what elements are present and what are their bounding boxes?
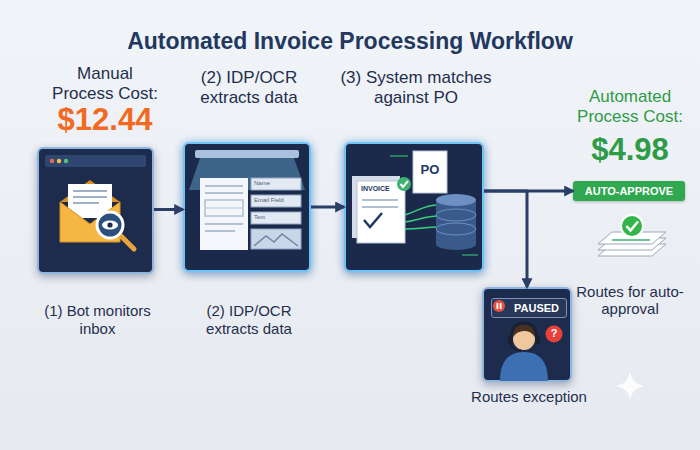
invoice-line — [362, 199, 398, 201]
database-ring — [436, 209, 476, 221]
form-field — [251, 195, 301, 207]
inbox-illustration — [45, 155, 146, 249]
pause-bar — [497, 303, 499, 309]
data-tick — [462, 255, 478, 256]
database-body — [436, 200, 476, 244]
image-field — [251, 229, 301, 249]
database-base — [436, 238, 476, 250]
diagram-title: Automated Invoice Processing Workflow — [0, 28, 700, 55]
approval-illustration — [598, 215, 666, 256]
database-top — [436, 194, 476, 206]
step-caption: (1) Bot monitors inbox — [29, 302, 166, 338]
headset-band — [511, 323, 537, 340]
cost-value: $12.44 — [25, 102, 185, 138]
match-step-box: (3) System matches against PO — [344, 142, 484, 272]
magnifier-handle — [119, 234, 134, 249]
pause-icon — [493, 300, 505, 312]
invoice-line — [362, 206, 398, 208]
approve-badge: AUTO-APPROVE — [573, 181, 685, 201]
letter-line — [73, 202, 99, 204]
document-stack — [598, 244, 666, 256]
eye-symbol — [102, 221, 118, 230]
agent-hair — [513, 325, 535, 337]
letter-line — [73, 190, 107, 192]
data-stream — [405, 205, 438, 215]
agent-illustration — [493, 300, 563, 381]
cost-heading: Automated Process Cost: — [570, 87, 690, 126]
document-stack — [598, 232, 666, 244]
data-stream — [405, 216, 438, 222]
question-bubble — [546, 326, 563, 343]
exception-box: PAUSEDRoutes exception — [482, 287, 572, 382]
status-badge: PAUSED — [491, 298, 567, 318]
sparkle-mark — [616, 372, 644, 400]
check-mark — [401, 181, 409, 187]
browser-bar — [45, 155, 146, 167]
check-circle — [397, 177, 411, 191]
check-mark — [364, 213, 382, 227]
matching-illustration — [352, 151, 478, 255]
scanned-document — [200, 178, 248, 250]
form-field — [251, 178, 301, 190]
cost-value: $4.98 — [560, 132, 700, 168]
flow-arrow — [484, 190, 573, 193]
invoice-front — [357, 181, 405, 243]
browser-dot — [64, 159, 68, 163]
envelope-flap — [60, 180, 120, 202]
scanner-head — [195, 150, 299, 158]
form-field — [251, 212, 301, 224]
pause-bar — [500, 303, 502, 309]
document-line — [205, 223, 243, 225]
data-stream — [405, 227, 438, 229]
headset-mic — [511, 344, 521, 350]
eye-pupil — [107, 222, 112, 227]
browser-dot — [57, 159, 61, 163]
flow-arrow — [154, 208, 183, 211]
browser-dot — [50, 159, 54, 163]
document-line — [612, 239, 650, 241]
check-mark — [627, 222, 639, 231]
step-heading: (3) System matches against PO — [328, 68, 504, 109]
badge-text: AUTO-APPROVE — [573, 181, 685, 201]
scanner-illustration — [189, 150, 305, 250]
step-caption: Routes exception — [469, 388, 589, 406]
cost-heading: Manual Process Cost: — [45, 64, 165, 103]
inbox-step-box: (1) Bot monitors inbox — [37, 147, 154, 274]
step-caption: (2) IDP/OCR extracts data — [179, 302, 319, 338]
approval-check — [621, 215, 643, 237]
database-ring — [436, 223, 476, 235]
agent-head — [513, 328, 535, 350]
document-line — [205, 230, 235, 232]
document-line — [205, 185, 243, 187]
scan-beam — [189, 158, 305, 190]
document-table — [205, 200, 243, 216]
outcome-caption: Routes for auto-approval — [565, 283, 695, 318]
flow-arrow — [484, 191, 527, 287]
po-document — [413, 151, 447, 193]
envelope-body — [60, 202, 120, 242]
headset-ear — [508, 336, 513, 344]
data-tick — [390, 156, 408, 157]
document-stack — [598, 238, 666, 250]
letter-line — [73, 196, 107, 198]
letter-sheet — [68, 184, 112, 218]
document-line — [205, 208, 243, 209]
extract-step-box: (2) IDP/OCR extracts data(2) IDP/OCR ext… — [183, 142, 311, 272]
step-heading: (2) IDP/OCR extracts data — [169, 68, 329, 109]
document-line — [205, 192, 243, 194]
flow-arrow — [311, 206, 344, 209]
magnifier-lens — [97, 212, 123, 238]
image-glyph — [254, 234, 298, 246]
agent-body — [500, 352, 548, 381]
invoice-back — [352, 176, 400, 238]
headset-ear — [535, 336, 540, 344]
